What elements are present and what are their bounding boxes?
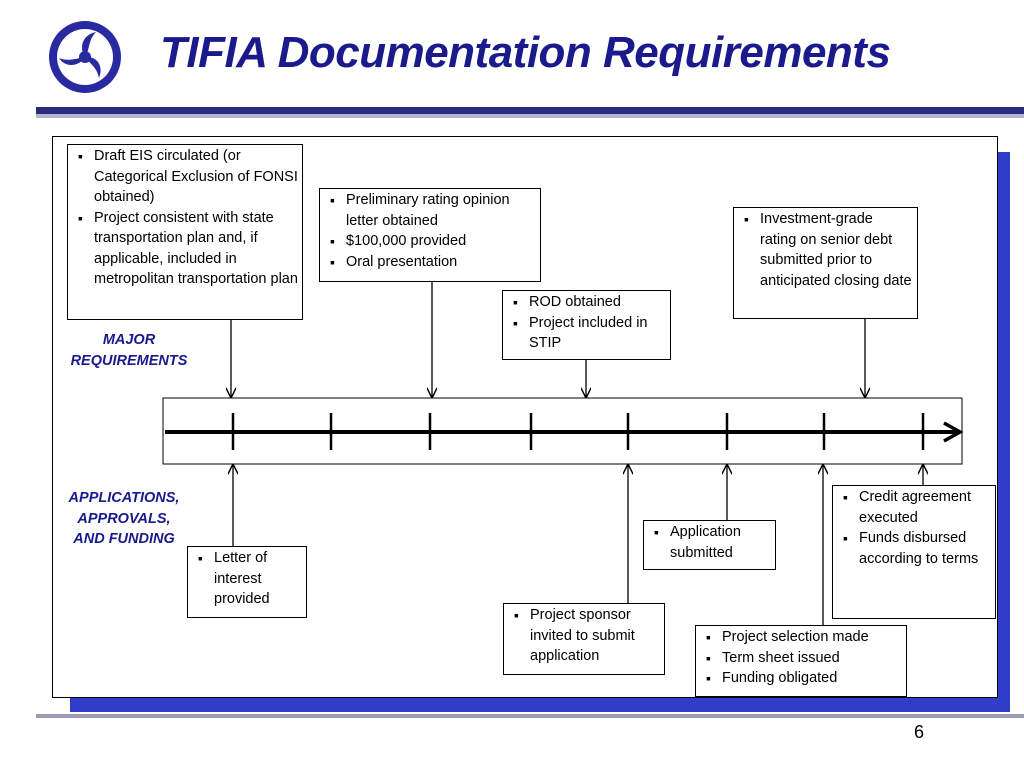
page-number: 6 [913, 722, 924, 742]
list-item: Funding obligated [702, 668, 902, 689]
list-item: Oral presentation [326, 252, 536, 273]
requirement-box-environmental: Draft EIS circulated (or Categorical Exc… [67, 144, 303, 320]
major-requirements-label: MAJOR REQUIREMENTS [58, 330, 200, 371]
requirement-box-rod: ROD obtained Project included in STIP [502, 290, 671, 360]
application-list: Credit agreement executed Funds disburse… [839, 487, 991, 569]
application-list: Application submitted [650, 522, 771, 563]
requirement-list: Draft EIS circulated (or Categorical Exc… [74, 146, 298, 290]
application-box-selection: Project selection made Term sheet issued… [695, 625, 907, 697]
down-connectors [231, 281, 865, 397]
requirement-list: ROD obtained Project included in STIP [509, 292, 666, 354]
requirement-box-investment-grade: Investment-grade rating on senior debt s… [733, 207, 918, 319]
timeline-arrowhead [943, 421, 964, 443]
application-list: Letter of interest provided [194, 548, 302, 610]
major-label-line: MAJOR [102, 332, 156, 348]
applications-label: APPLICATIONS, APPROVALS, AND FUNDING [55, 488, 193, 550]
requirement-list: Investment-grade rating on senior debt s… [740, 209, 913, 291]
requirement-list: Preliminary rating opinion letter obtain… [326, 190, 536, 272]
application-list: Project sponsor invited to submit applic… [510, 605, 660, 667]
application-box-letter: Letter of interest provided [187, 546, 307, 618]
list-item: Term sheet issued [702, 648, 902, 669]
up-connectors [233, 465, 923, 625]
applications-label-line: APPROVALS, [77, 510, 171, 527]
header-rule [36, 107, 1024, 114]
list-item: Application submitted [650, 522, 771, 563]
requirement-box-rating: Preliminary rating opinion letter obtain… [319, 188, 541, 282]
timeline-ticks [231, 413, 925, 450]
list-item: Project sponsor invited to submit applic… [510, 605, 660, 667]
list-item: ROD obtained [509, 292, 666, 313]
list-item: Draft EIS circulated (or Categorical Exc… [74, 146, 298, 208]
list-item: Investment-grade rating on senior debt s… [740, 209, 913, 291]
list-item: Project selection made [702, 627, 902, 648]
list-item: Funds disbursed according to terms [839, 528, 991, 569]
list-item: Project consistent with state transporta… [74, 208, 298, 290]
application-box-credit: Credit agreement executed Funds disburse… [832, 485, 996, 619]
application-box-submitted: Application submitted [643, 520, 776, 570]
list-item: $100,000 provided [326, 231, 536, 252]
header-rule-shadow [36, 114, 1024, 118]
list-item: Credit agreement executed [839, 487, 991, 528]
dot-logo-icon [49, 21, 121, 93]
application-list: Project selection made Term sheet issued… [702, 627, 902, 689]
applications-label-line: AND FUNDING [73, 531, 175, 547]
applications-label-line: APPLICATIONS, [68, 490, 180, 506]
page-title: TIFIA Documentation Requirements [160, 28, 891, 77]
application-box-invited: Project sponsor invited to submit applic… [503, 603, 665, 675]
list-item: Preliminary rating opinion letter obtain… [326, 190, 536, 231]
list-item: Project included in STIP [509, 313, 666, 354]
list-item: Letter of interest provided [194, 548, 302, 610]
footer-rule [36, 714, 1024, 718]
major-label-line: REQUIREMENTS [70, 352, 188, 369]
